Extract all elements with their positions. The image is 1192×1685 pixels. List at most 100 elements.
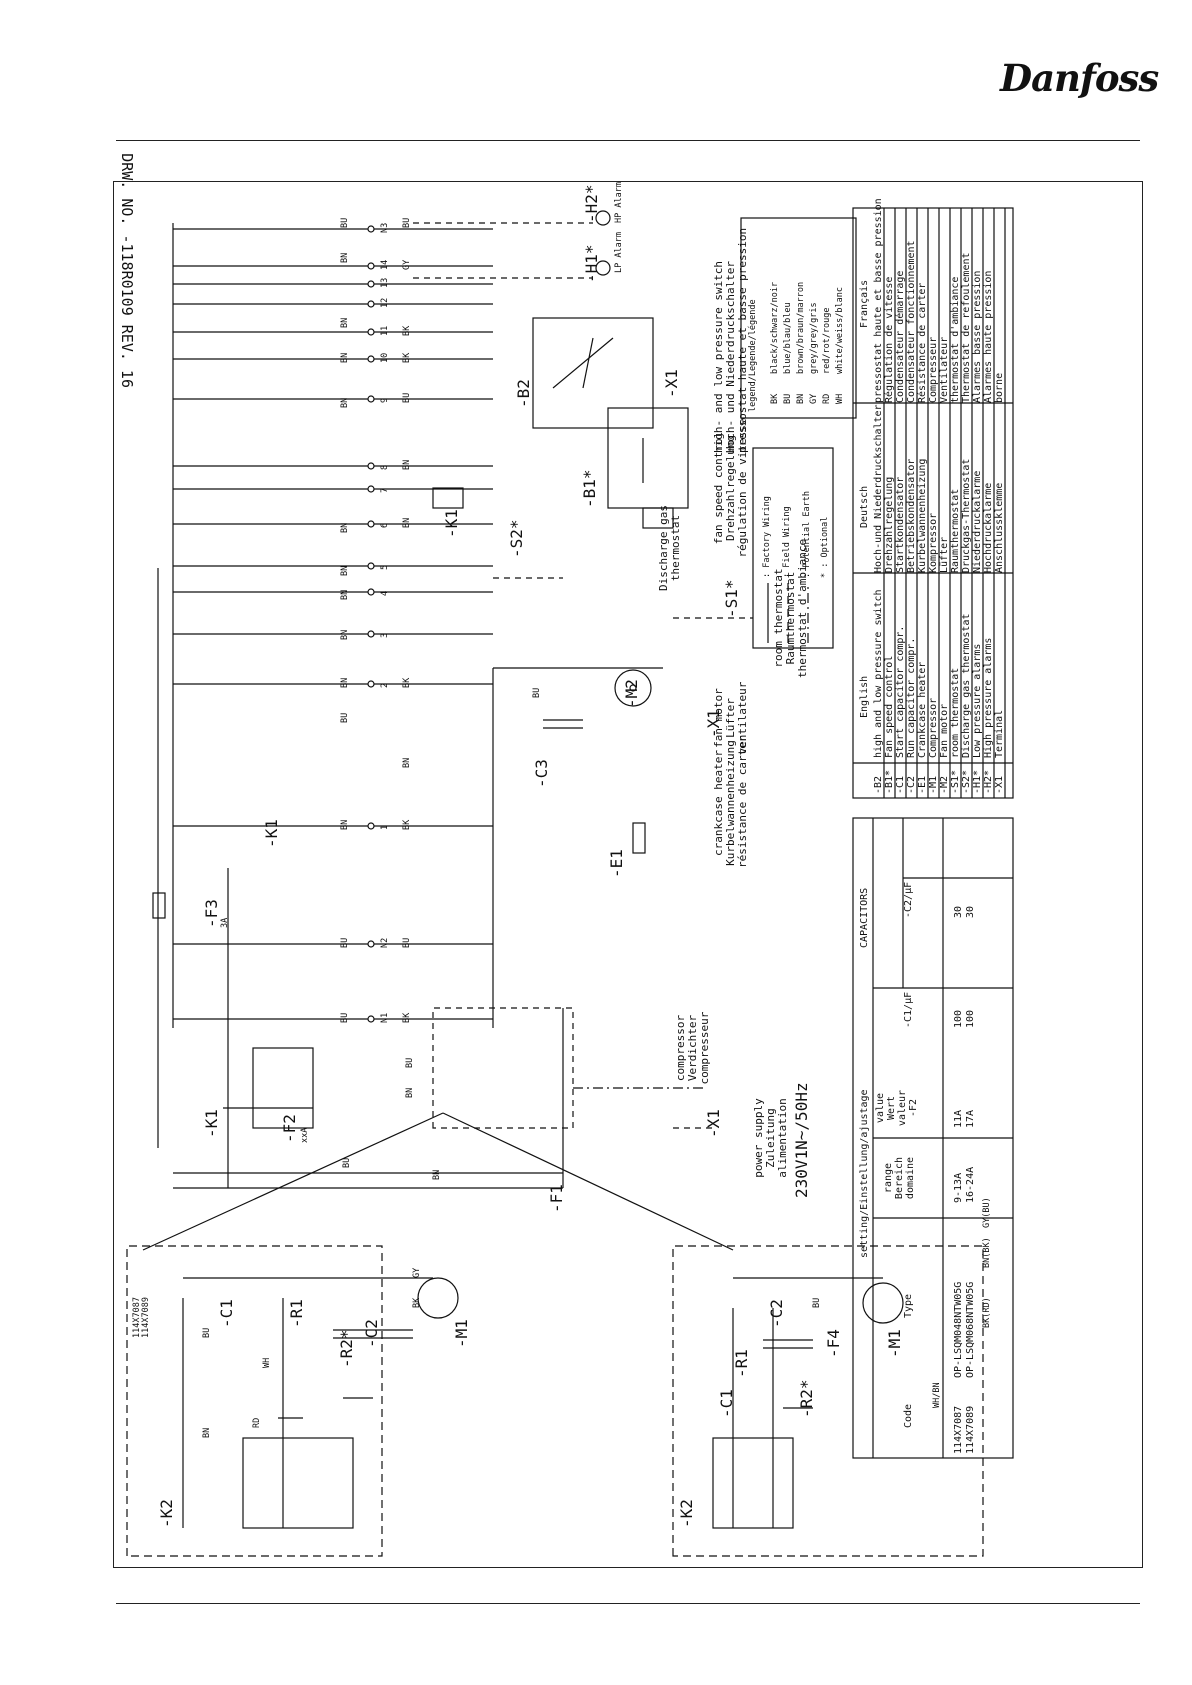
ref-f1: -F1	[547, 1184, 566, 1213]
ref-r1-b: -R1	[732, 1349, 751, 1378]
wiring-diagram: DRW. NO. -118R0109 REV. 16 -B2 -B1* -K1 …	[113, 153, 1143, 1568]
header-rule	[116, 140, 1140, 141]
footer-rule	[116, 1603, 1140, 1604]
danfoss-logo: Danfoss	[1000, 56, 1159, 100]
terminal-N2: N2	[380, 937, 390, 948]
comp-en: Low pressure alarms	[972, 643, 983, 758]
wire-color-tag: BN	[402, 757, 412, 768]
component-box	[252, 1047, 314, 1129]
wire-color-tag: BK	[402, 325, 412, 336]
wire-color-tag: GY(BU)	[982, 1197, 992, 1228]
settings-title: setting/Einstellung/ajustage	[859, 1089, 870, 1258]
comp-en: Fan speed control	[884, 655, 895, 758]
comp-de: Raumthermostat	[950, 488, 961, 573]
header-code: Code	[903, 1403, 914, 1428]
component-box	[632, 822, 646, 854]
component-box	[642, 507, 674, 529]
terminal-node	[367, 462, 375, 470]
wire-color-tag: BN	[340, 252, 350, 263]
header-deutsch: Deutsch	[859, 485, 870, 528]
component-box	[432, 487, 464, 509]
wire-color-tag: BN	[405, 1087, 415, 1098]
color-code-bu: BU	[783, 393, 793, 404]
comp-ref: -C2	[906, 775, 917, 794]
set-c2: 30	[953, 905, 964, 918]
comp-de: Niederdruckalarme	[972, 470, 983, 573]
wire-color-tag: BU	[405, 1057, 415, 1068]
comp-de: Druckgas-Thermostat	[961, 458, 972, 573]
wire-color-tag: RD	[252, 1417, 262, 1428]
terminal-node	[367, 630, 375, 638]
set-range: 16-24A	[965, 1166, 976, 1203]
ref-c2-a: -C2	[362, 1319, 381, 1348]
terminal-node	[367, 328, 375, 336]
comp-ref: -X1	[994, 775, 1005, 794]
comp-ref: -S2*	[961, 769, 972, 794]
terminal-node	[862, 1282, 904, 1324]
ref-f2: -F2	[280, 1114, 299, 1143]
terminal-N1: N1	[380, 1012, 390, 1023]
wire-color-tag: BK	[402, 1012, 412, 1023]
set-c2: 30	[965, 905, 976, 918]
comp-en: Run capacitor compr.	[906, 637, 917, 758]
legend-optional: * : Optional	[820, 516, 830, 578]
comp-de: Hochdruckalarme	[983, 482, 994, 573]
set-c1: 100	[953, 1009, 964, 1028]
terminal-node	[367, 1015, 375, 1023]
wire-color-tag: BN	[340, 397, 350, 408]
comp-en: Crankcase heater	[917, 661, 928, 758]
wire-color-tag: GY	[412, 1267, 422, 1278]
header-type: Type	[903, 1293, 914, 1318]
terminal-3: 3	[380, 632, 390, 638]
schematic-lines	[126, 207, 1014, 1557]
wire-color-tag: BN	[340, 317, 350, 328]
ref-c2-b: -C2	[767, 1299, 786, 1328]
comp-fr: Condensateur fonctionnement	[906, 240, 917, 403]
terminal-node	[417, 1277, 459, 1319]
wire-color-tag: BN	[402, 459, 412, 470]
component-box	[740, 217, 857, 419]
ref-h1: -H1*	[582, 244, 601, 283]
terminal-5: 5	[380, 564, 390, 570]
component-box	[432, 1007, 574, 1129]
drawing-number: DRW. NO. -118R0109 REV. 16	[118, 153, 136, 388]
header-c1: -C1/µF	[903, 991, 914, 1028]
comp-fr: Alarmes basse pression	[972, 270, 983, 403]
legend-factory: : Factory Wiring	[762, 496, 772, 578]
comp-fr: Régulation de vitesse	[884, 276, 895, 403]
ref-x1-supply: -X1	[704, 1109, 723, 1138]
comp-en: room thermostat	[950, 667, 961, 758]
comp-fr: Thermostat de refoulement	[961, 252, 972, 403]
ref-r2-b: -R2*	[797, 1379, 816, 1418]
color-code-rd: RD	[822, 393, 832, 404]
component-box	[712, 1437, 794, 1529]
color-desc-bn: brown/braun/marron	[796, 281, 806, 374]
wire-color-tag: BN	[402, 517, 412, 528]
terminal-13: 13	[380, 277, 390, 288]
comp-ref: -H1*	[972, 769, 983, 794]
color-code-wh: WH	[835, 393, 845, 404]
set-value: 11A	[953, 1109, 964, 1128]
terminal-1: 1	[380, 824, 390, 830]
wire-color-tag: BN	[340, 352, 350, 363]
terminal-node	[367, 520, 375, 528]
ref-k1-coil: -K1	[442, 509, 461, 538]
wire-color-tag: BN	[432, 1169, 442, 1180]
component-box	[126, 1245, 383, 1557]
ref-c3: -C3	[532, 759, 551, 788]
comp-fr: thermostat d'ambiance	[950, 276, 961, 403]
lp-alarm-label: LP Alarm	[614, 232, 624, 273]
terminal-12: 12	[380, 297, 390, 308]
comp-ref: -B1*	[884, 769, 895, 794]
comp-en: Compressor	[928, 697, 939, 758]
terminal-10: 10	[380, 352, 390, 363]
color-desc-bu: blue/blau/bleu	[783, 302, 793, 374]
wire-color-tag: BK	[412, 1297, 422, 1308]
comp-ref: -C1	[895, 775, 906, 794]
terminal-2: 2	[380, 682, 390, 688]
